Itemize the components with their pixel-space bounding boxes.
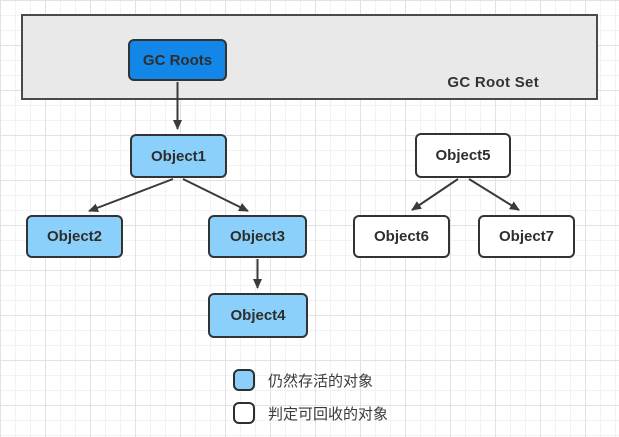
recyclable-legend-label: 判定可回收的对象 <box>268 405 389 423</box>
legend-row-alive: 仍然存活的对象 <box>233 369 388 391</box>
node-object4: Object4 <box>208 293 308 338</box>
alive-legend-label: 仍然存活的对象 <box>268 372 374 390</box>
legend: 仍然存活的对象 判定可回收的对象 <box>233 369 388 435</box>
node-label: Object3 <box>229 228 286 245</box>
gc-root-set-container: GC Root Set <box>21 14 598 100</box>
edge-object1-object3 <box>182 178 249 212</box>
node-label: Object1 <box>150 147 207 165</box>
node-object5: Object5 <box>415 133 511 178</box>
gc-root-set-label: GC Root Set <box>447 74 539 91</box>
node-label: Object5 <box>435 147 491 164</box>
legend-row-recyclable: 判定可回收的对象 <box>233 402 388 424</box>
node-object7: Object7 <box>478 215 575 258</box>
node-label: Object4 <box>230 307 286 324</box>
node-object1: Object1 <box>130 134 227 178</box>
node-object6: Object6 <box>353 215 450 258</box>
node-label: Object7 <box>498 228 555 245</box>
node-label: GC Roots <box>142 51 213 69</box>
recyclable-swatch <box>233 402 255 424</box>
node-object2: Object2 <box>26 215 123 258</box>
node-gc-roots: GC Roots <box>128 39 227 81</box>
node-label: Object2 <box>46 228 103 245</box>
node-object3: Object3 <box>208 215 307 258</box>
node-label: Object6 <box>373 228 430 245</box>
edge-object5-object7 <box>468 178 520 211</box>
alive-swatch <box>233 369 255 391</box>
edge-object1-object2 <box>88 178 174 213</box>
edge-object5-object6 <box>411 178 459 211</box>
